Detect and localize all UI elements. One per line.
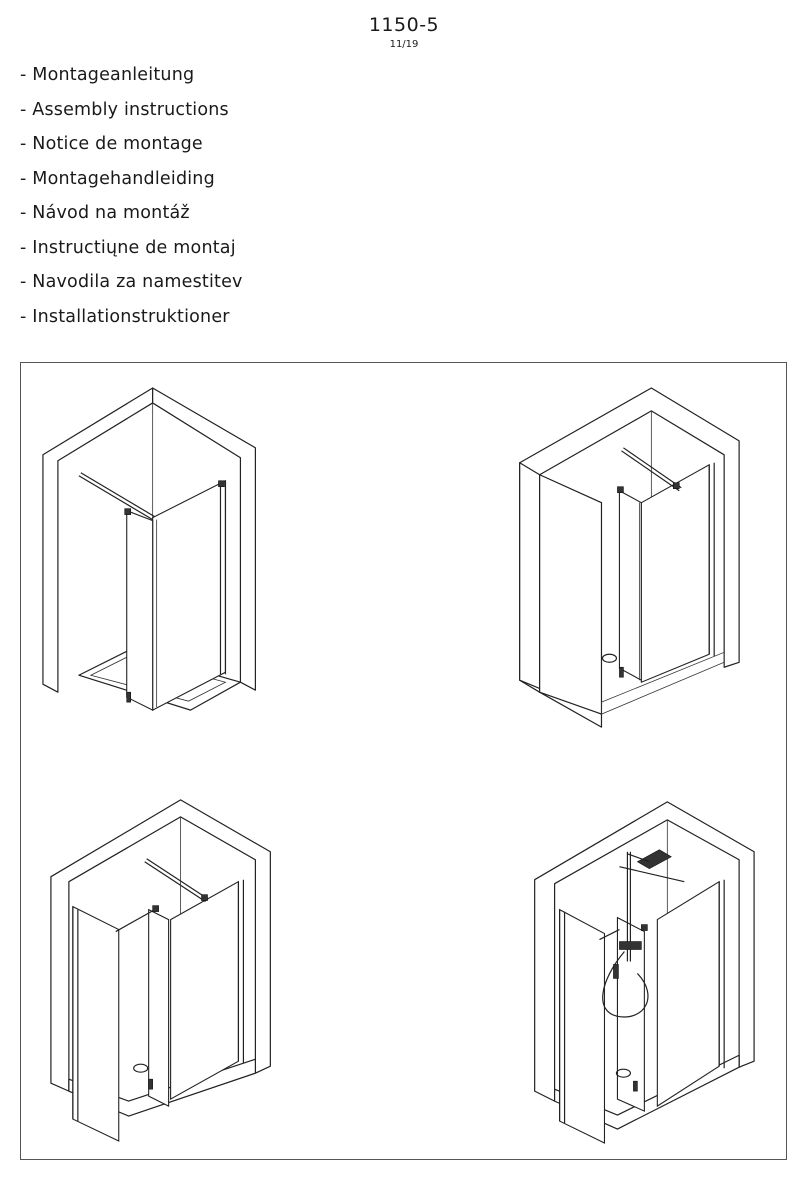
language-item-cz: - Návod na montáž bbox=[20, 203, 190, 223]
figure-walk-in-side-panel bbox=[50, 799, 271, 1142]
language-item-ro: - Instructiųne de montaj bbox=[20, 237, 236, 258]
illustration-frame bbox=[20, 362, 787, 1160]
language-item-nl: - Montagehandleiding bbox=[20, 168, 215, 189]
language-item-si: - Navodila za namestitev bbox=[20, 272, 243, 292]
language-list: - Montageanleitung - Assembly instructio… bbox=[20, 62, 243, 338]
figure-walk-in-shower-system bbox=[534, 801, 755, 1144]
language-item-de: - Montageanleitung bbox=[20, 65, 195, 85]
language-item-se: - Installationstruktioner bbox=[20, 306, 230, 327]
language-item-en: - Assembly instructions bbox=[20, 99, 229, 120]
language-item-fr: - Notice de montage bbox=[20, 134, 203, 154]
document-number: 1150-5 bbox=[368, 14, 440, 36]
document-date: 11/19 bbox=[389, 39, 419, 50]
figure-niche-enclosure bbox=[519, 387, 740, 728]
figure-corner-enclosure bbox=[42, 387, 256, 712]
